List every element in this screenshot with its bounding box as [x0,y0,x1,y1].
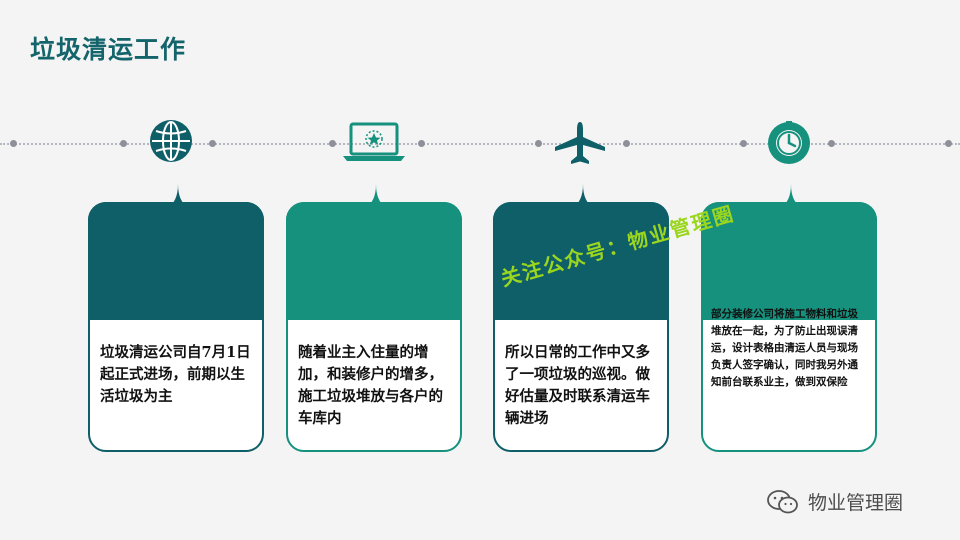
card-notch [572,184,594,208]
brand-name: 物业管理圈 [808,492,904,514]
step-card-4: 部分装修公司将施工物料和垃圾堆放在一起，为了防止出现误清运，设计表格由清运人员与… [701,184,877,452]
card-text: 所以日常的工作中又多了一项垃圾的巡视。做好估量及时联系清运车辆进场 [505,344,650,427]
card-header [88,202,264,320]
timeline-dot [329,140,336,147]
card-notch [167,184,189,208]
card-header [701,202,877,320]
timeline-dot [535,140,542,147]
step-card-1: 垃圾清运公司自7月1日起正式进场，前期以生活垃圾为主 [88,184,264,452]
timeline-dot [120,140,127,147]
card-notch [780,184,802,208]
laptop-star-icon [343,122,405,161]
card-header [493,202,669,320]
timeline-dot [418,140,425,147]
step-card-2: 随着业主入住量的增加，和装修户的增多，施工垃圾堆放与各户的车库内 [286,184,462,452]
card-notch [365,184,387,208]
globe-icon [150,120,192,162]
card-text: 随着业主入住量的增加，和装修户的增多，施工垃圾堆放与各户的车库内 [298,344,443,427]
wechat-icon [767,489,798,513]
timeline-dot [828,140,835,147]
airplane-icon [555,122,605,164]
timeline-dot [945,140,952,147]
card-text: 部分装修公司将施工物料和垃圾堆放在一起，为了防止出现误清运，设计表格由清运人员与… [711,308,858,388]
timeline-line [0,143,960,147]
timeline-dot [740,140,747,147]
step-card-3: 所以日常的工作中又多了一项垃圾的巡视。做好估量及时联系清运车辆进场 [493,184,669,452]
brand-footer: 物业管理圈 [766,488,903,515]
timeline-dot [623,140,630,147]
card-header [286,202,462,320]
clock-icon [768,121,810,164]
timeline-dot [209,140,216,147]
timeline-dot [10,140,17,147]
page-title: 垃圾清运工作 [30,35,187,64]
card-text: 垃圾清运公司自7月1日起正式进场，前期以生活垃圾为主 [100,344,251,405]
